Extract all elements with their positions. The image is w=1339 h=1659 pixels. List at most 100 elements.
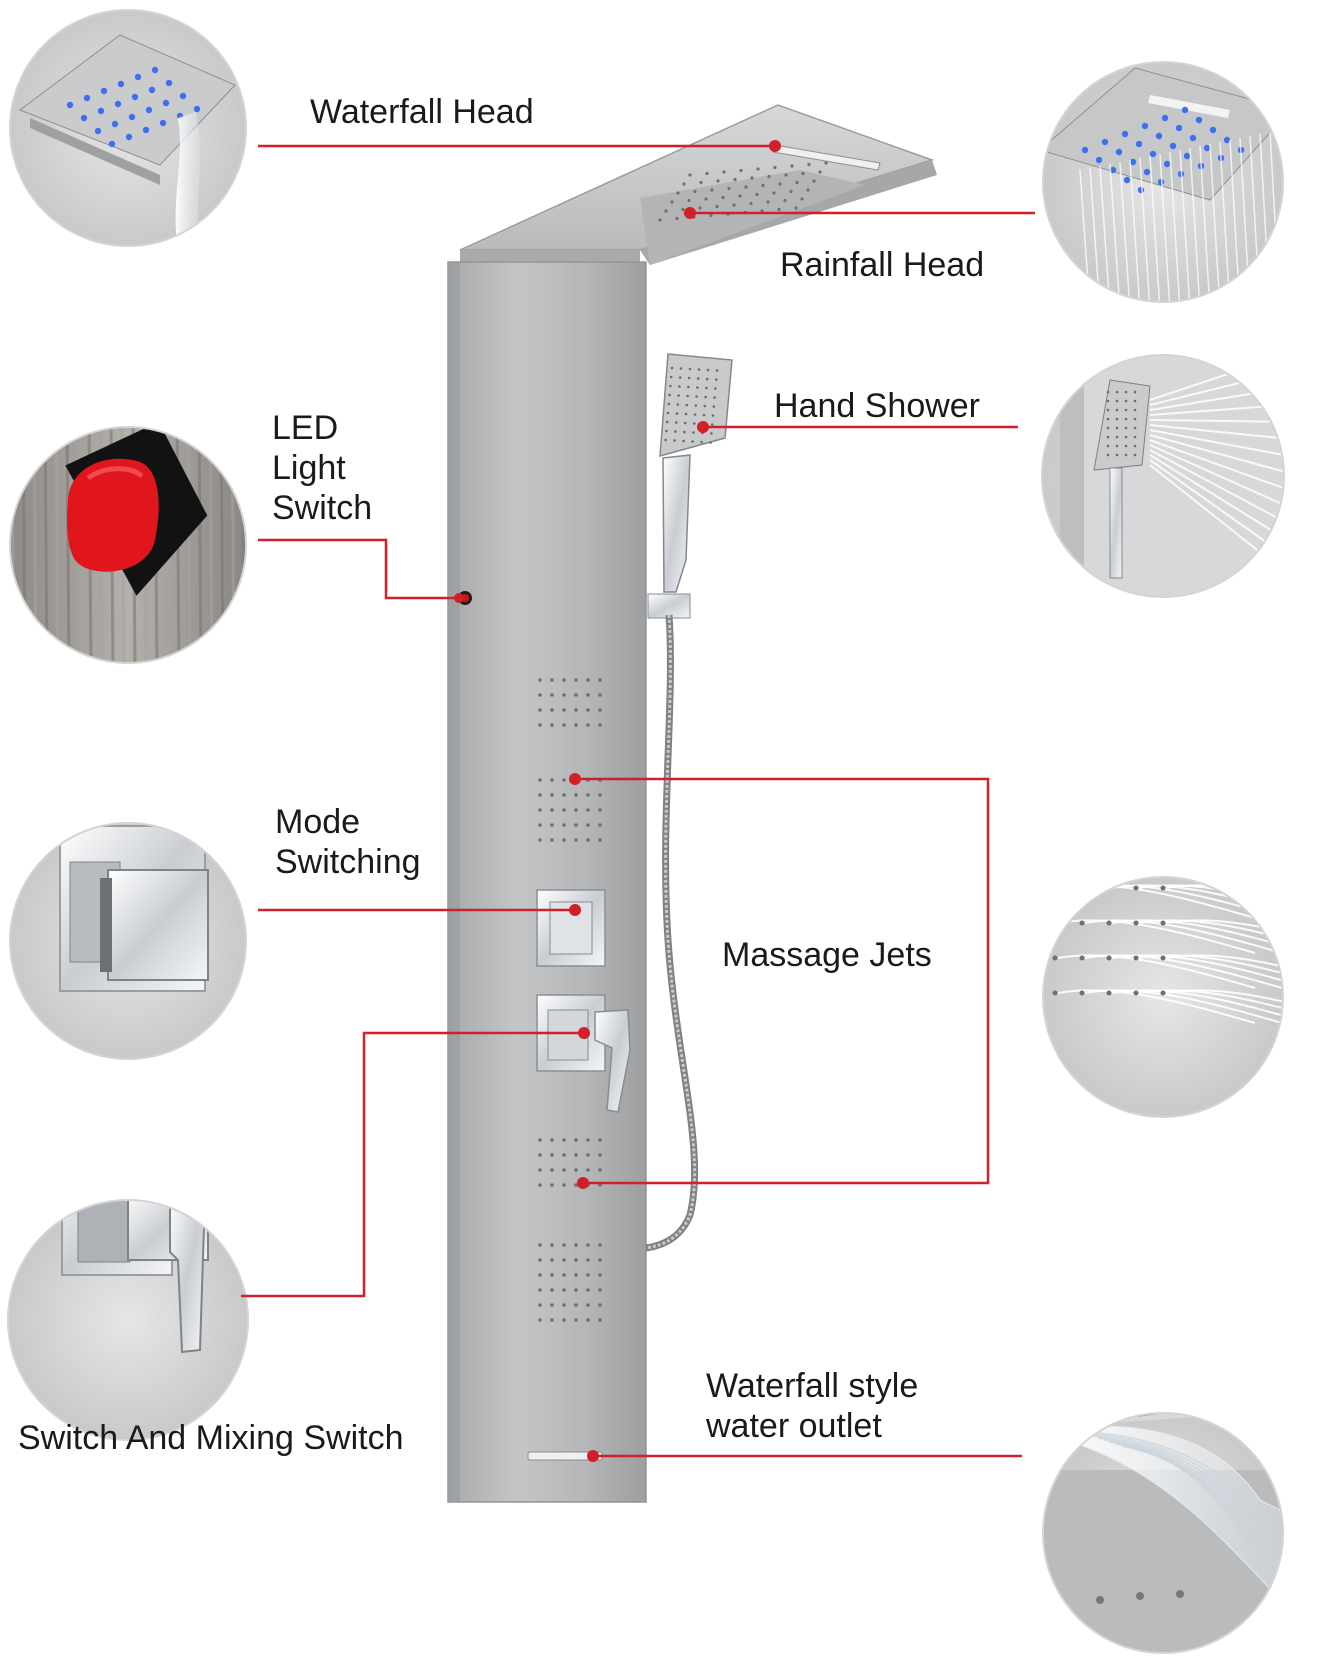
jet-nozzle <box>598 1243 602 1247</box>
nozzle <box>696 377 700 380</box>
nozzle <box>1124 417 1128 421</box>
rain-stream <box>1109 163 1121 302</box>
led <box>148 86 156 94</box>
nozzle <box>1124 453 1128 457</box>
nozzle <box>722 170 726 174</box>
nozzle <box>714 378 718 381</box>
nozzle <box>677 394 680 397</box>
hand-shower-nozzles <box>664 366 719 444</box>
jet-nozzle <box>550 838 554 842</box>
nozzle <box>678 376 682 379</box>
led <box>1161 114 1169 122</box>
nozzle <box>1124 426 1128 430</box>
jet-nozzle <box>574 1183 578 1187</box>
flow-line <box>1103 1439 1283 1581</box>
led-switch-photo <box>9 426 247 664</box>
led <box>128 113 136 121</box>
waterfall-head-photo <box>9 9 247 247</box>
led <box>1223 136 1231 144</box>
jet-nozzle <box>550 1303 554 1307</box>
jet-nozzle <box>598 1288 602 1292</box>
jet-nozzle <box>550 1318 554 1322</box>
jet-nozzle <box>550 708 554 712</box>
jet-nozzle <box>1160 920 1166 926</box>
nozzle <box>710 432 713 435</box>
jet-nozzle <box>586 1273 590 1277</box>
nozzle <box>784 173 788 177</box>
jet-nozzle <box>538 1258 542 1262</box>
jet-nozzle <box>574 1168 578 1172</box>
jet-spray <box>1057 989 1256 1024</box>
jet-nozzle <box>562 1153 566 1157</box>
jet-nozzle <box>538 1168 542 1172</box>
jet-nozzle <box>562 1258 566 1262</box>
led <box>162 99 170 107</box>
nozzle <box>710 188 714 192</box>
nozzle <box>761 183 765 188</box>
jet-spray <box>1084 919 1283 954</box>
led <box>100 87 108 95</box>
jet-nozzle <box>586 1288 590 1292</box>
grain <box>186 427 192 663</box>
led <box>179 92 187 100</box>
jet-nozzle <box>1133 885 1139 891</box>
nozzle <box>710 423 714 426</box>
jet-nozzle <box>574 708 578 712</box>
jet-nozzle <box>562 1318 566 1322</box>
nozzle <box>755 192 759 197</box>
flow-line <box>1109 1441 1283 1591</box>
nozzle <box>1115 435 1119 439</box>
nozzle <box>711 414 715 417</box>
nozzle <box>702 413 706 417</box>
nozzle <box>687 376 691 380</box>
jet-nozzle <box>574 1258 578 1262</box>
led-dots <box>66 66 201 148</box>
nozzle <box>678 385 681 388</box>
jet-nozzle <box>586 1153 590 1157</box>
led <box>142 126 150 134</box>
nozzle <box>696 386 699 389</box>
jet-nozzle <box>586 708 590 712</box>
jet-nozzle <box>562 838 566 842</box>
led <box>1109 166 1117 174</box>
jet-nozzle <box>598 1138 602 1142</box>
jet-nozzle <box>1106 920 1112 926</box>
label-massage-jets: Massage Jets <box>722 936 932 974</box>
nozzle <box>744 185 748 189</box>
jet-nozzle <box>574 693 578 697</box>
nozzle <box>667 402 671 406</box>
jet-spray <box>1111 884 1283 919</box>
spray-line <box>1149 429 1284 459</box>
jet-nozzle <box>562 823 566 827</box>
led <box>125 133 133 141</box>
jet-nozzle <box>562 1168 566 1172</box>
nozzle <box>699 180 703 185</box>
led <box>117 80 125 88</box>
jet-nozzle <box>586 678 590 682</box>
nozzle <box>698 206 702 210</box>
nozzle <box>686 394 689 398</box>
jet-nozzle <box>550 1243 554 1247</box>
led <box>1203 144 1211 152</box>
rain-stream <box>1139 157 1151 302</box>
nozzle <box>683 421 687 425</box>
led <box>1095 156 1103 164</box>
jet-nozzle <box>562 723 566 727</box>
grain <box>208 427 214 663</box>
jet-spray <box>1057 919 1256 954</box>
jet-nozzle <box>586 1318 590 1322</box>
nozzle <box>691 440 694 443</box>
nozzle <box>685 403 689 407</box>
nozzle <box>705 171 709 176</box>
nozzle <box>674 430 677 433</box>
flow-line <box>1085 1433 1283 1551</box>
rain-stream <box>1189 147 1201 302</box>
jet-nozzle <box>562 693 566 697</box>
jet-spray <box>1111 954 1283 989</box>
jet-nozzle <box>598 1258 602 1262</box>
nozzle <box>706 368 710 372</box>
nozzle <box>705 377 709 381</box>
nozzle <box>704 395 707 399</box>
led <box>151 66 159 74</box>
jet-nozzle <box>574 1318 578 1322</box>
